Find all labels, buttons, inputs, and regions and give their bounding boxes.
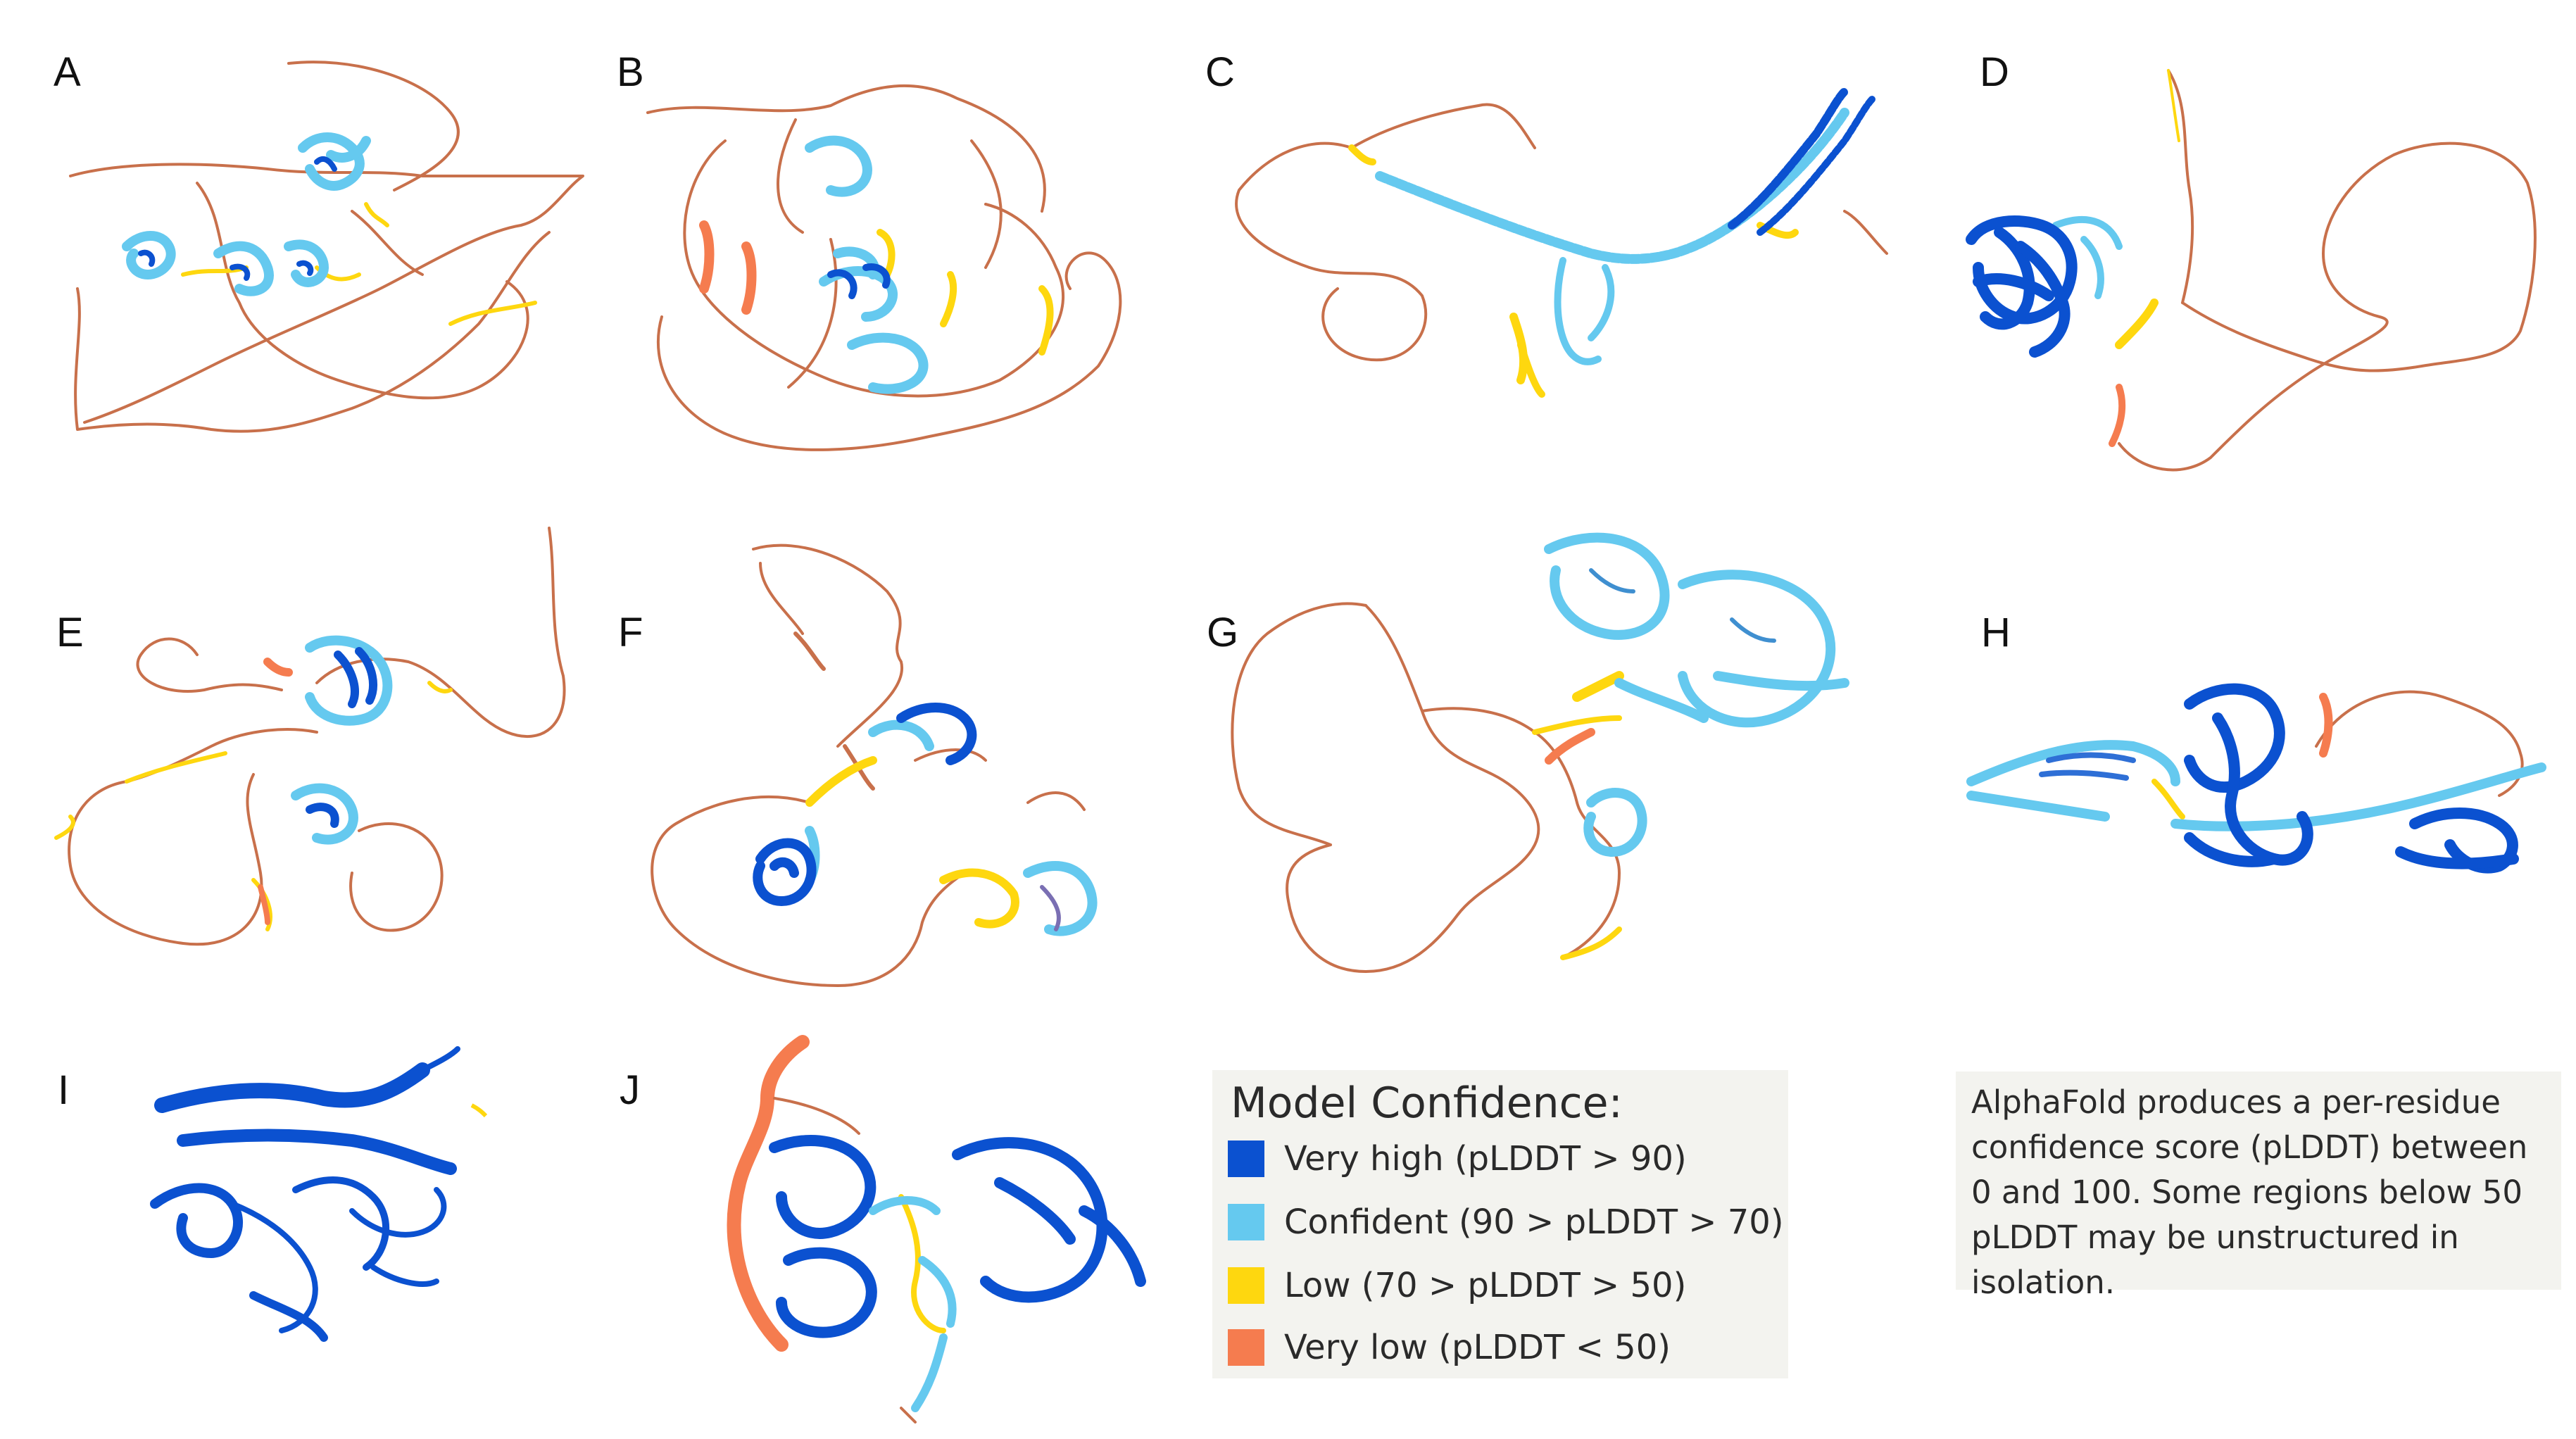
protein-structure-g — [1225, 521, 1901, 1000]
model-confidence-legend: Model Confidence: Very high (pLDDT > 90)… — [1212, 1070, 1788, 1378]
panel-letter-f: F — [618, 610, 643, 655]
legend-label-very-high: Very high (pLDDT > 90) — [1284, 1139, 1687, 1179]
legend-label-confident: Confident (90 > pLDDT > 70) — [1284, 1202, 1784, 1242]
legend-item-low: Low (70 > pLDDT > 50) — [1228, 1264, 1686, 1307]
note-text: AlphaFold produces a per-residue confide… — [1971, 1083, 2528, 1301]
panel-letter-a: A — [54, 49, 81, 95]
protein-structure-a — [56, 56, 591, 451]
protein-structure-f — [634, 535, 1155, 1000]
panel-letter-e: E — [56, 610, 84, 655]
legend-swatch-low — [1228, 1267, 1264, 1304]
legend-title: Model Confidence: — [1231, 1079, 1623, 1128]
legend-swatch-very-low — [1228, 1329, 1264, 1366]
protein-structure-e — [54, 521, 591, 972]
protein-structure-i — [141, 1028, 507, 1366]
panel-letter-h: H — [1981, 610, 2011, 655]
panel-letter-g: G — [1207, 610, 1239, 655]
plddt-explanation-note: AlphaFold produces a per-residue confide… — [1956, 1072, 2561, 1301]
protein-structure-d — [1957, 63, 2563, 486]
legend-item-very-high: Very high (pLDDT > 90) — [1228, 1138, 1687, 1180]
legend-label-low: Low (70 > pLDDT > 50) — [1284, 1266, 1687, 1305]
protein-structure-h — [1964, 655, 2563, 936]
legend-item-confident: Confident (90 > pLDDT > 70) — [1228, 1201, 1784, 1243]
protein-structure-j — [690, 1028, 1183, 1424]
protein-structure-c — [1225, 84, 1901, 408]
panel-letter-i: I — [58, 1067, 70, 1113]
panel-letter-c: C — [1205, 49, 1235, 95]
panel-letter-j: J — [620, 1067, 640, 1113]
panel-letter-d: D — [1980, 49, 2009, 95]
legend-item-very-low: Very low (pLDDT < 50) — [1228, 1326, 1671, 1369]
panel-letter-b: B — [617, 49, 644, 95]
legend-swatch-confident — [1228, 1204, 1264, 1240]
legend-label-very-low: Very low (pLDDT < 50) — [1284, 1328, 1671, 1367]
legend-swatch-very-high — [1228, 1140, 1264, 1177]
protein-structure-b — [620, 56, 1155, 465]
